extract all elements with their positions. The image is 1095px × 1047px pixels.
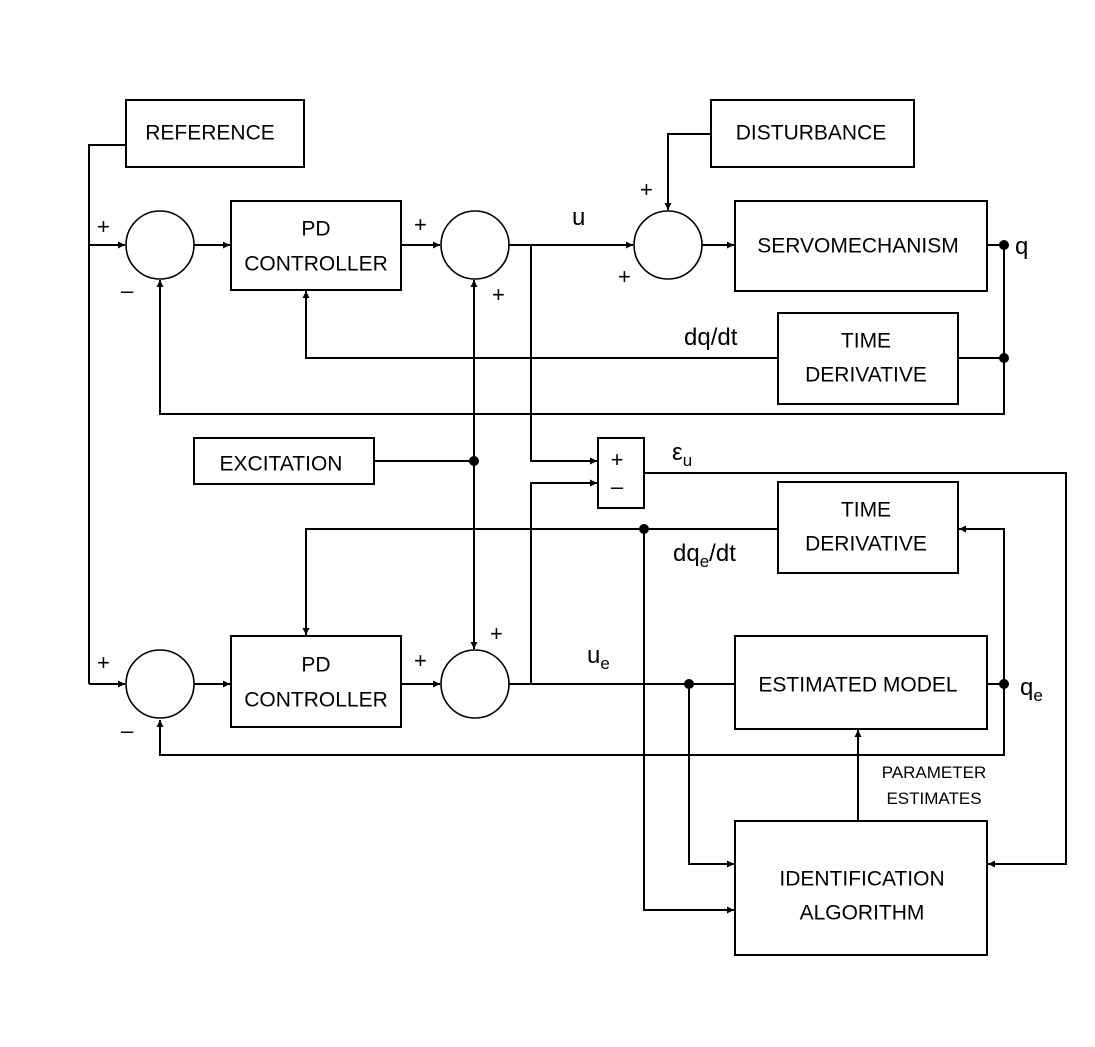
time-derivative-top-label-1: TIME bbox=[841, 330, 891, 353]
time-derivative-bottom-label-2: DERIVATIVE bbox=[805, 533, 927, 556]
sum-junction-5 bbox=[440, 649, 510, 719]
sign-sum5-plus-left: + bbox=[414, 648, 427, 673]
parameter-estimates-label-2: ESTIMATES bbox=[886, 789, 981, 808]
dqdt-to-pd-top bbox=[302, 291, 778, 359]
disturbance-label: DISTURBANCE bbox=[736, 122, 887, 145]
pd-controller-bottom-label-1: PD bbox=[301, 654, 330, 677]
sign-sum5-plus-top: + bbox=[490, 621, 503, 646]
sum-junction-4 bbox=[125, 649, 195, 719]
ue-to-subtractor bbox=[530, 479, 597, 684]
signal-q: q bbox=[1015, 233, 1028, 260]
identification-algorithm-label-2: ALGORITHM bbox=[800, 902, 925, 925]
disturbance-to-sum3 bbox=[664, 133, 711, 210]
pd-controller-top-block: PD CONTROLLER bbox=[230, 200, 402, 291]
sign-sum3-plus-top: + bbox=[640, 177, 653, 202]
q-feedback-to-sum1 bbox=[156, 245, 1005, 415]
u-to-subtractor bbox=[530, 245, 597, 465]
signal-u: u bbox=[572, 204, 585, 231]
sign-sum2-plus-bottom: + bbox=[492, 282, 505, 307]
excitation-label: EXCITATION bbox=[220, 453, 343, 476]
sum-junction-2 bbox=[440, 210, 510, 280]
estimated-model-label: ESTIMATED MODEL bbox=[758, 674, 957, 697]
time-derivative-top-block: TIME DERIVATIVE bbox=[777, 312, 959, 405]
time-derivative-bottom-label-1: TIME bbox=[841, 499, 891, 522]
sign-sum4-plus: + bbox=[97, 650, 110, 675]
signal-ue: ue bbox=[587, 642, 610, 673]
servomechanism-label: SERVOMECHANISM bbox=[757, 235, 958, 258]
connections bbox=[88, 133, 1067, 914]
reference-block: REFERENCE bbox=[125, 99, 305, 168]
sum-junction-3 bbox=[633, 210, 703, 280]
excitation-block: EXCITATION bbox=[193, 437, 375, 485]
subtractor-plus: + bbox=[611, 447, 624, 472]
identification-algorithm-label-1: IDENTIFICATION bbox=[779, 868, 944, 891]
qe-feedback-to-sum4 bbox=[156, 684, 1005, 756]
sign-sum4-minus: – bbox=[121, 718, 134, 743]
time-derivative-top-label-2: DERIVATIVE bbox=[805, 364, 927, 387]
junction-dots bbox=[469, 240, 1009, 689]
ue-to-identification bbox=[688, 684, 734, 868]
error-subtractor-block: + – bbox=[597, 437, 645, 509]
estimated-model-block: ESTIMATED MODEL bbox=[734, 635, 988, 730]
reference-label: REFERENCE bbox=[145, 122, 275, 145]
time-derivative-bottom-block: TIME DERIVATIVE bbox=[777, 481, 959, 574]
subtractor-minus: – bbox=[611, 474, 624, 499]
reference-wire bbox=[88, 144, 126, 684]
signal-dqdt: dq/dt bbox=[684, 324, 738, 351]
signs: + – + + + + + – + + bbox=[97, 177, 653, 743]
signal-error: εu bbox=[672, 439, 692, 470]
signal-qe: qe bbox=[1020, 674, 1043, 705]
pd-controller-top-label-2: CONTROLLER bbox=[244, 253, 388, 276]
pd-controller-bottom-block: PD CONTROLLER bbox=[230, 635, 402, 728]
sum-junction-1 bbox=[125, 210, 195, 280]
signal-dqe-dt: dqe/dt bbox=[673, 540, 736, 571]
disturbance-block: DISTURBANCE bbox=[710, 99, 915, 168]
qe-to-time-derivative bbox=[959, 525, 1005, 684]
dqedt-to-pd-bottom bbox=[302, 528, 778, 635]
sign-sum1-plus: + bbox=[97, 214, 110, 239]
error-to-identification bbox=[644, 472, 1067, 868]
pd-controller-bottom-label-2: CONTROLLER bbox=[244, 689, 388, 712]
sign-sum3-plus-left: + bbox=[618, 264, 631, 289]
servomechanism-block: SERVOMECHANISM bbox=[734, 200, 988, 292]
pd-controller-top-label-1: PD bbox=[301, 218, 330, 241]
sign-sum2-plus-left: + bbox=[414, 212, 427, 237]
sign-sum1-minus: – bbox=[121, 278, 134, 303]
identification-algorithm-block: IDENTIFICATION ALGORITHM bbox=[734, 820, 988, 956]
dqedt-to-identification bbox=[643, 529, 734, 914]
parameter-estimates-label-1: PARAMETER bbox=[882, 763, 987, 782]
